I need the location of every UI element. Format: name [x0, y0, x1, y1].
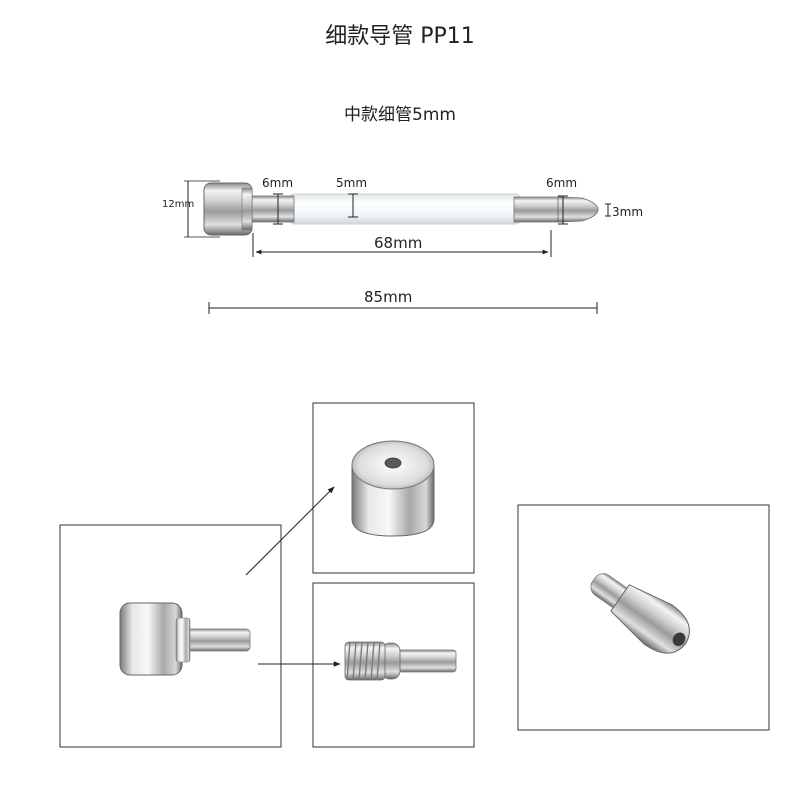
dim-total-length: 85mm: [364, 288, 413, 306]
dim-right-connector: 6mm: [546, 176, 578, 190]
page-title: 细款导管 PP11: [325, 24, 475, 49]
dim-tube-length: 68mm: [374, 234, 423, 252]
arrow-to-cap: [245, 486, 335, 576]
dim-tube-diameter: 5mm: [336, 176, 368, 190]
clear-tube: [289, 193, 521, 225]
right-connector: [513, 196, 563, 223]
left-connector: [245, 195, 295, 223]
page-subtitle: 中款细管5mm: [344, 105, 456, 125]
dim-tip-hole: 3mm: [612, 205, 644, 219]
rounded-tip: [557, 196, 599, 223]
dim-left-connector: 6mm: [262, 176, 294, 190]
dim-cap-height: 12mm: [162, 199, 195, 210]
